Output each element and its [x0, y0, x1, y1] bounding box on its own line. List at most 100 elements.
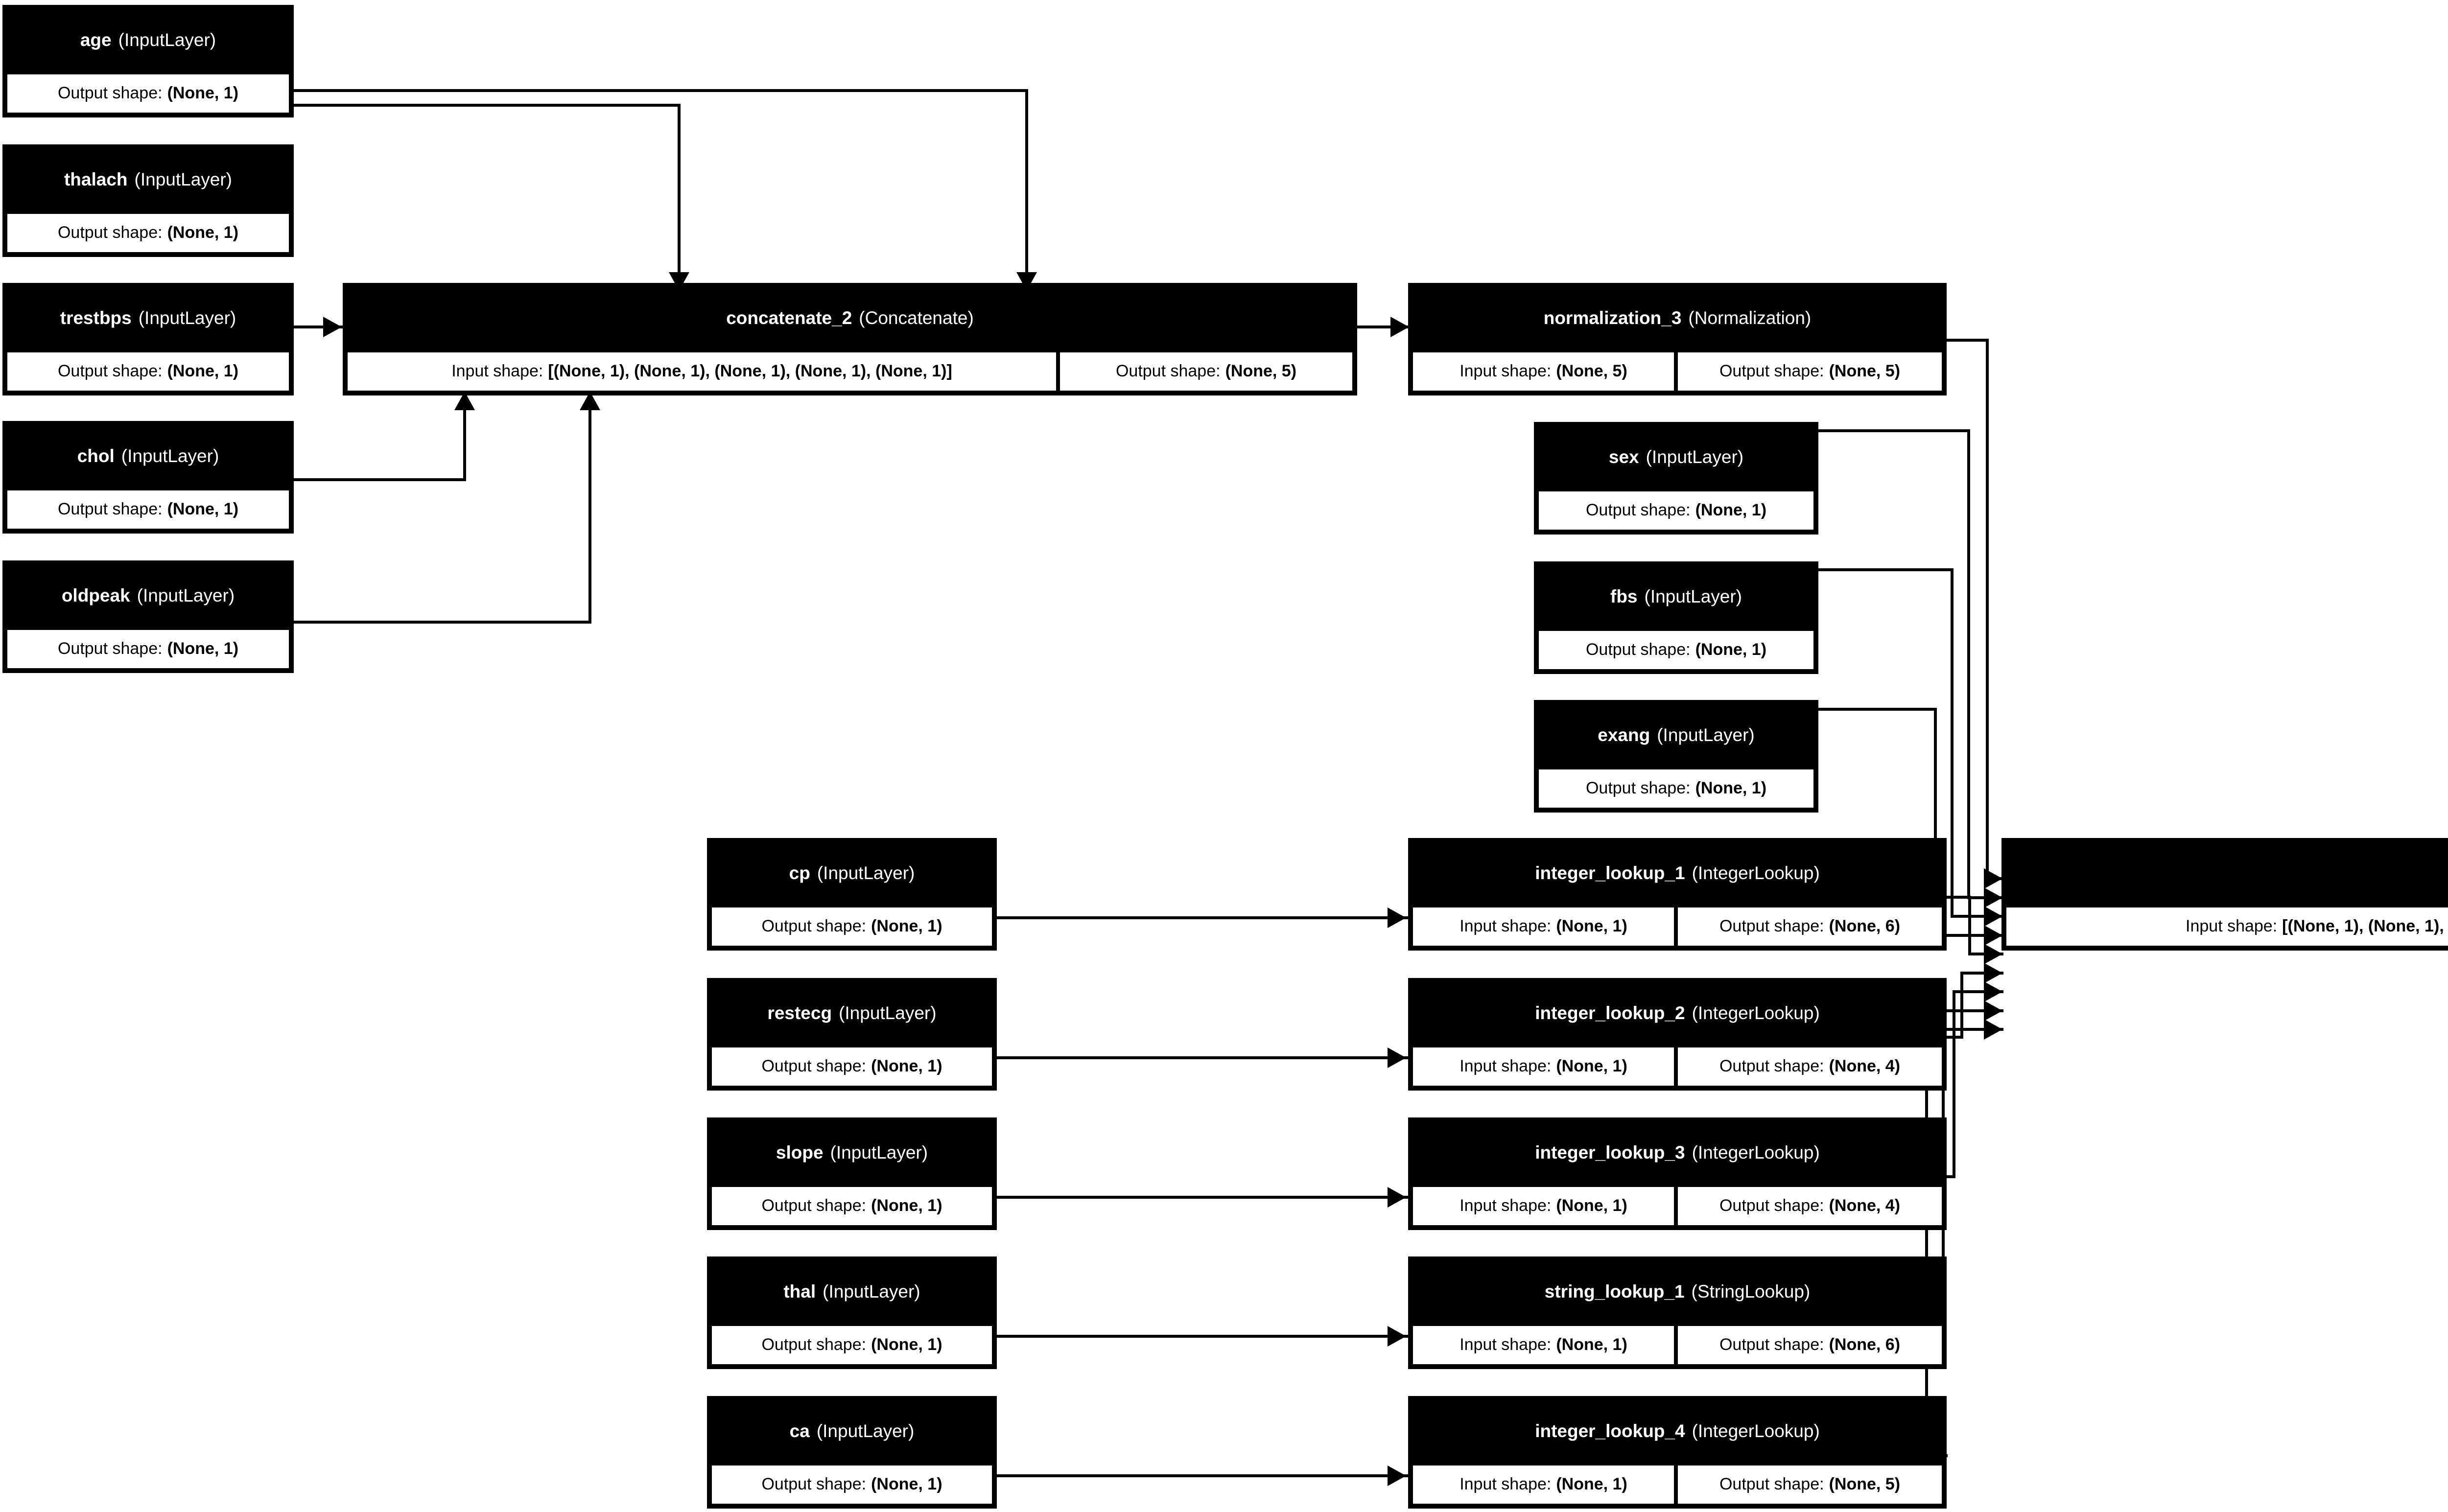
node-ca-header: ca (InputLayer)	[710, 1399, 994, 1464]
edge-integer-lookup-3-to-concatenate-3-segment-h	[1947, 1175, 1955, 1178]
edge-thal-to-string-lookup-1-segment-h	[997, 1335, 1408, 1338]
node-thal[interactable]: thal (InputLayer) Output shape: (None, 1…	[707, 1256, 997, 1369]
edge-string-lookup-1-to-concatenate-3-segment-h2	[1942, 1009, 2003, 1012]
node-thal-output-shape-value: (None, 1)	[871, 1335, 942, 1354]
node-restecg-name: restecg	[767, 1002, 832, 1023]
node-concatenate-3-input-shape-cell: Input shape: [(None, 1), (None, 1), (Non…	[2004, 906, 2448, 948]
node-string-lookup-1-header: string_lookup_1 (StringLookup)	[1411, 1259, 1944, 1324]
node-string-lookup-1[interactable]: string_lookup_1 (StringLookup) Input sha…	[1408, 1256, 1947, 1369]
node-sex-body: Output shape: (None, 1)	[1537, 489, 1815, 532]
node-thalach-body: Output shape: (None, 1)	[5, 212, 291, 254]
edge-exang-to-concatenate-3-segment-v	[1934, 708, 1937, 937]
input-shape-label: Input shape:	[1459, 1196, 1552, 1215]
edge-string-lookup-1-to-concatenate-3-arrowhead	[1984, 1000, 2002, 1021]
node-age-name: age	[80, 29, 112, 50]
node-sex[interactable]: sex (InputLayer) Output shape: (None, 1)	[1534, 422, 1818, 535]
node-exang[interactable]: exang (InputLayer) Output shape: (None, …	[1534, 700, 1818, 813]
edge-age-to-concatenate-2-segment-v	[1025, 89, 1028, 275]
node-oldpeak-header: oldpeak (InputLayer)	[5, 563, 291, 628]
node-sex-output-shape-cell: Output shape: (None, 1)	[1537, 489, 1815, 532]
node-chol[interactable]: chol (InputLayer) Output shape: (None, 1…	[2, 421, 294, 534]
node-chol-output-shape-value: (None, 1)	[167, 500, 239, 519]
node-string-lookup-1-output-shape-value: (None, 6)	[1829, 1335, 1901, 1354]
node-slope[interactable]: slope (InputLayer) Output shape: (None, …	[707, 1117, 997, 1230]
node-exang-header: exang (InputLayer)	[1537, 703, 1815, 768]
node-concatenate-2-output-shape-cell: Output shape: (None, 5)	[1058, 350, 1354, 393]
node-fbs-type: (InputLayer)	[1644, 586, 1742, 606]
node-fbs-output-shape-cell: Output shape: (None, 1)	[1537, 629, 1815, 671]
edge-normalization-3-to-concatenate-3-segment-h	[1947, 339, 1989, 342]
node-restecg-header: restecg (InputLayer)	[710, 981, 994, 1046]
node-fbs-body: Output shape: (None, 1)	[1537, 629, 1815, 671]
node-integer-lookup-1[interactable]: integer_lookup_1 (IntegerLookup) Input s…	[1408, 838, 1947, 951]
node-integer-lookup-3[interactable]: integer_lookup_3 (IntegerLookup) Input s…	[1408, 1117, 1947, 1230]
output-shape-label: Output shape:	[57, 84, 163, 103]
node-sex-name: sex	[1608, 446, 1639, 467]
node-trestbps-header: trestbps (InputLayer)	[5, 286, 291, 350]
edge-chol-to-concatenate-2-segment-h	[294, 478, 466, 481]
edge-normalization-3-to-concatenate-3-segment-v	[1986, 339, 1989, 880]
node-age[interactable]: age (InputLayer) Output shape: (None, 1)	[2, 5, 294, 117]
edge-integer-lookup-1-to-concatenate-3-arrowhead	[1984, 944, 2002, 964]
edge-cp-to-integer-lookup-1-segment-h	[997, 916, 1408, 919]
node-normalization-3-input-shape-value: (None, 5)	[1556, 362, 1627, 381]
node-integer-lookup-4-type: (IntegerLookup)	[1692, 1420, 1820, 1441]
node-thal-output-shape-cell: Output shape: (None, 1)	[710, 1324, 994, 1366]
node-concatenate-2[interactable]: concatenate_2 (Concatenate) Input shape:…	[343, 283, 1357, 395]
edge-integer-lookup-3-to-concatenate-3-arrowhead	[1984, 981, 2002, 1002]
node-integer-lookup-3-output-shape-value: (None, 4)	[1829, 1196, 1901, 1215]
node-fbs[interactable]: fbs (InputLayer) Output shape: (None, 1)	[1534, 561, 1818, 674]
node-thalach[interactable]: thalach (InputLayer) Output shape: (None…	[2, 144, 294, 257]
node-integer-lookup-4[interactable]: integer_lookup_4 (IntegerLookup) Input s…	[1408, 1396, 1947, 1509]
edge-restecg-to-integer-lookup-2-arrowhead	[1388, 1047, 1406, 1068]
node-restecg[interactable]: restecg (InputLayer) Output shape: (None…	[707, 978, 997, 1091]
output-shape-label: Output shape:	[1585, 640, 1691, 659]
node-integer-lookup-2[interactable]: integer_lookup_2 (IntegerLookup) Input s…	[1408, 978, 1947, 1091]
edge-integer-lookup-4-to-concatenate-3-segment-h2	[1925, 1028, 2003, 1031]
edge-integer-lookup-2-to-concatenate-3-segment-v	[1960, 972, 1963, 1037]
edge-integer-lookup-2-to-concatenate-3-arrowhead	[1984, 963, 2002, 983]
node-integer-lookup-2-output-shape-cell: Output shape: (None, 4)	[1676, 1046, 1944, 1088]
edge-restecg-to-integer-lookup-2-segment-h	[997, 1056, 1408, 1059]
edge-thalach-to-concatenate-2-segment-v	[678, 104, 681, 275]
node-age-type: (InputLayer)	[118, 29, 216, 50]
node-string-lookup-1-input-shape-cell: Input shape: (None, 1)	[1411, 1324, 1676, 1366]
node-concatenate-2-body: Input shape: [(None, 1), (None, 1), (Non…	[346, 350, 1354, 393]
node-ca-body: Output shape: (None, 1)	[710, 1464, 994, 1506]
edge-chol-to-concatenate-2-segment-v	[463, 409, 466, 480]
node-exang-body: Output shape: (None, 1)	[1537, 768, 1815, 810]
node-integer-lookup-3-output-shape-cell: Output shape: (None, 4)	[1676, 1185, 1944, 1227]
node-sex-output-shape-value: (None, 1)	[1695, 501, 1767, 520]
node-integer-lookup-4-output-shape-cell: Output shape: (None, 5)	[1676, 1464, 1944, 1506]
node-age-output-shape-value: (None, 1)	[167, 84, 239, 103]
node-cp-body: Output shape: (None, 1)	[710, 906, 994, 948]
edge-trestbps-to-concatenate-2-segment-h	[294, 326, 343, 328]
node-restecg-type: (InputLayer)	[839, 1002, 937, 1023]
node-exang-type: (InputLayer)	[1657, 724, 1755, 745]
node-concatenate-2-name: concatenate_2	[726, 307, 852, 328]
edge-integer-lookup-4-to-concatenate-3-segment-v	[1925, 1028, 1928, 1457]
node-integer-lookup-4-input-shape-value: (None, 1)	[1556, 1475, 1627, 1494]
node-fbs-header: fbs (InputLayer)	[1537, 564, 1815, 629]
edge-integer-lookup-1-to-concatenate-3-segment-h	[1947, 896, 1971, 899]
output-shape-label: Output shape:	[1719, 1335, 1824, 1354]
edge-sex-to-concatenate-3-arrowhead	[1984, 887, 2002, 908]
node-integer-lookup-3-input-shape-value: (None, 1)	[1556, 1196, 1627, 1215]
node-oldpeak[interactable]: oldpeak (InputLayer) Output shape: (None…	[2, 560, 294, 673]
input-shape-label: Input shape:	[1459, 1057, 1552, 1076]
node-concatenate-3[interactable]: concatenate_3 (Concatenate) Input shape:…	[2001, 838, 2448, 951]
node-chol-output-shape-cell: Output shape: (None, 1)	[5, 488, 291, 531]
edge-concatenate-2-to-normalization-3-arrowhead	[1390, 317, 1409, 337]
node-cp[interactable]: cp (InputLayer) Output shape: (None, 1)	[707, 838, 997, 951]
node-string-lookup-1-output-shape-cell: Output shape: (None, 6)	[1676, 1324, 1944, 1366]
edge-oldpeak-to-concatenate-2-segment-v	[588, 409, 591, 622]
edge-thalach-to-concatenate-2-segment-h	[294, 104, 681, 107]
node-thalach-output-shape-value: (None, 1)	[167, 223, 239, 242]
node-trestbps[interactable]: trestbps (InputLayer) Output shape: (Non…	[2, 283, 294, 395]
node-normalization-3[interactable]: normalization_3 (Normalization) Input sh…	[1408, 283, 1947, 395]
node-ca[interactable]: ca (InputLayer) Output shape: (None, 1)	[707, 1396, 997, 1509]
input-shape-label: Input shape:	[1459, 917, 1552, 936]
node-trestbps-output-shape-cell: Output shape: (None, 1)	[5, 350, 291, 393]
input-shape-label: Input shape:	[2186, 917, 2278, 936]
node-concatenate-2-input-shape-cell: Input shape: [(None, 1), (None, 1), (Non…	[346, 350, 1058, 393]
